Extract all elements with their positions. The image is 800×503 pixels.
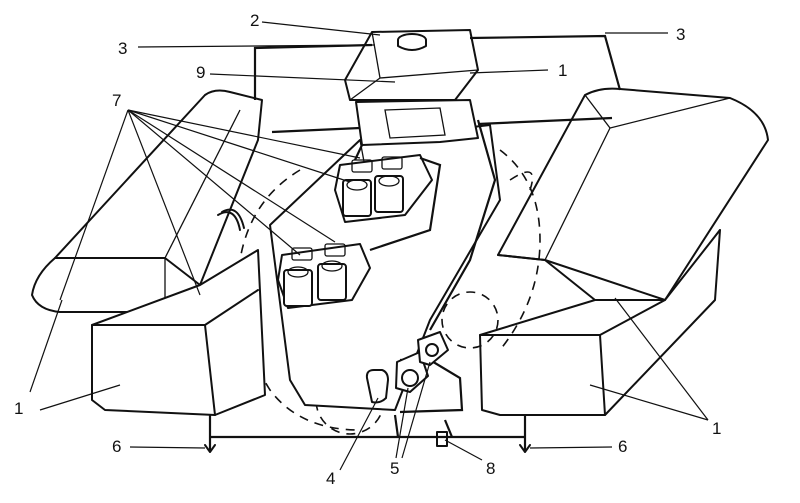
label-6-left-drain: 6 xyxy=(112,437,122,456)
label-9: 9 xyxy=(196,63,206,82)
label-2-filler-cap: 2 xyxy=(250,11,260,30)
label-1-left-tank: 1 xyxy=(14,399,24,418)
leader-lines xyxy=(29,21,709,471)
label-8-valve: 8 xyxy=(486,459,496,478)
drain-valve-right xyxy=(519,444,531,453)
left-lower-fuel-tank xyxy=(91,249,266,416)
label-3-left-pipe: 3 xyxy=(118,39,128,58)
fuel-pipes xyxy=(208,34,622,450)
label-6-right-drain: 6 xyxy=(618,437,628,456)
top-fuel-tank xyxy=(344,29,479,101)
fuel-filter-block-upper xyxy=(334,154,433,223)
distribution-valve xyxy=(436,431,448,447)
label-1-right-tanks: 1 xyxy=(712,419,722,438)
filler-cap xyxy=(397,33,427,51)
label-4-primer: 4 xyxy=(326,469,336,488)
label-7-filters: 7 xyxy=(112,91,122,110)
primer-pump xyxy=(365,369,389,404)
fuel-pumps xyxy=(395,331,449,393)
rotation-arrow xyxy=(217,208,245,231)
fuel-filter-block-lower xyxy=(277,243,371,309)
small-tank-under-top xyxy=(355,99,479,146)
label-1-top-tank: 1 xyxy=(558,61,568,80)
label-3-right-pipe: 3 xyxy=(676,25,686,44)
drain-valve-left xyxy=(204,444,216,453)
label-5-pumps: 5 xyxy=(390,459,400,478)
